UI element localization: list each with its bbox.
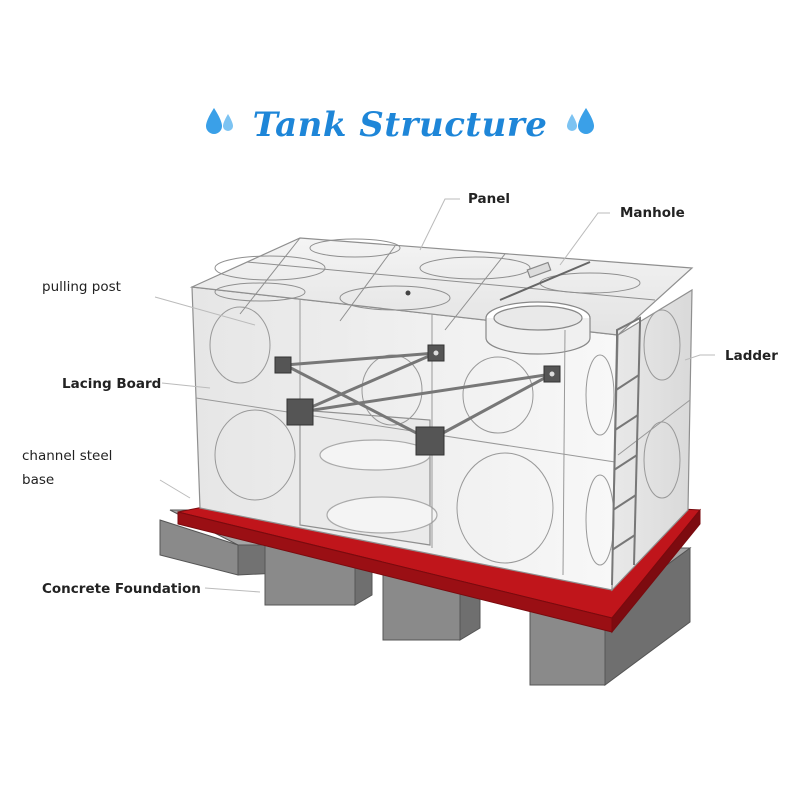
water-drop-icon-left bbox=[200, 105, 252, 145]
label-concrete-foundation: Concrete Foundation bbox=[42, 581, 201, 597]
leader-lines bbox=[154, 198, 715, 593]
label-channel-steel-base-line2: base bbox=[22, 472, 55, 488]
lacing-board bbox=[415, 426, 445, 456]
top-panels bbox=[214, 237, 656, 331]
label-channel-steel-base-line1: channel steel bbox=[22, 448, 113, 464]
label-manhole: Manhole bbox=[620, 205, 685, 221]
label-pulling-post: pulling post bbox=[42, 279, 121, 295]
diagram-title: Tank Structure bbox=[0, 100, 800, 145]
ladder bbox=[611, 316, 641, 586]
manhole bbox=[485, 261, 591, 355]
concrete-beam bbox=[382, 561, 481, 641]
lacing-board bbox=[286, 398, 314, 426]
pulling-post-top bbox=[405, 290, 411, 296]
label-ladder: Ladder bbox=[725, 348, 778, 364]
tie-rods bbox=[284, 351, 553, 442]
title-text: Tank Structure bbox=[252, 105, 548, 145]
label-panel: Panel bbox=[468, 191, 511, 207]
label-lacing-board: Lacing Board bbox=[62, 376, 162, 392]
lacing-board bbox=[274, 356, 292, 374]
water-drop-icon-right bbox=[560, 105, 600, 145]
